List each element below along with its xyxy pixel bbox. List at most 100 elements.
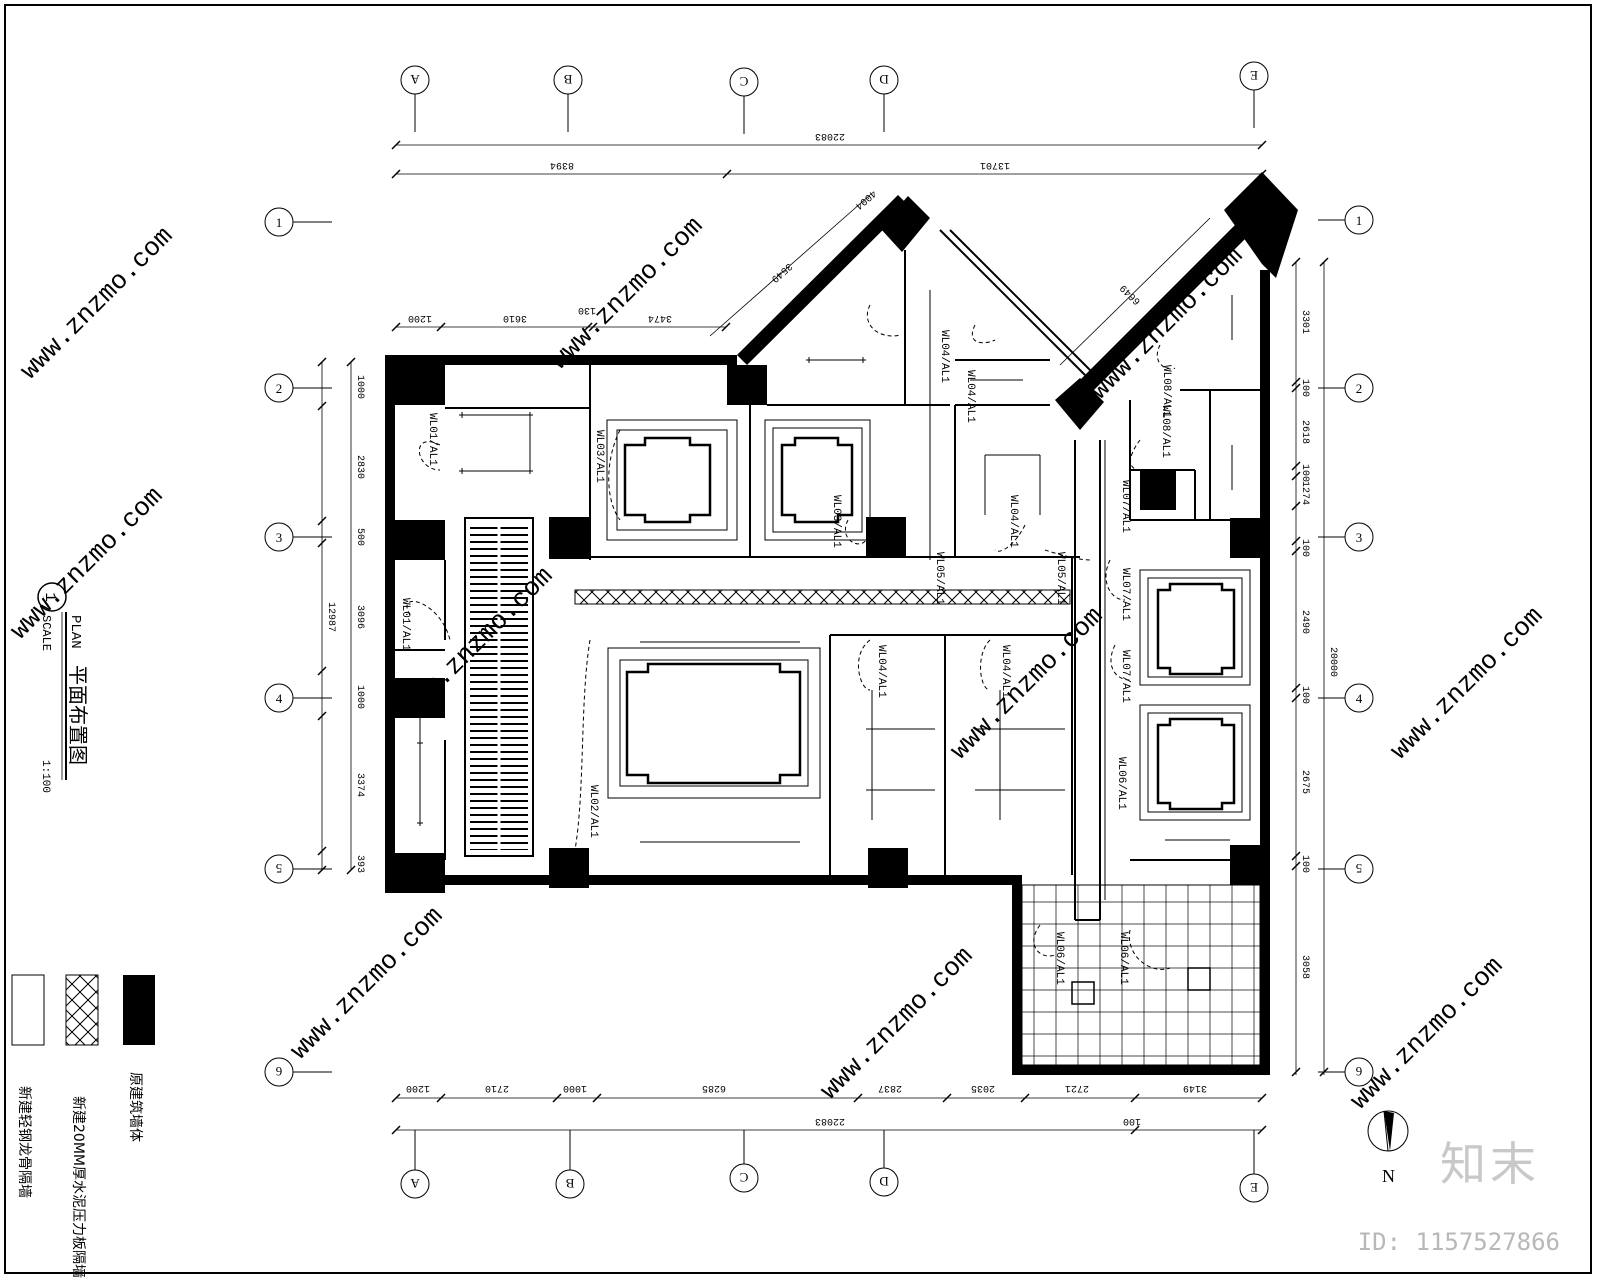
dim-right-2: 100: [1299, 379, 1310, 397]
axis-row-4-left: 4: [276, 691, 283, 706]
dim-right-11: 3058: [1299, 955, 1310, 979]
axis-row-6-left: 6: [275, 1064, 282, 1079]
legend-swatch-solid: [123, 975, 155, 1045]
watermark-text: www.znzmo.com: [544, 211, 709, 376]
axis-row-3-left: 3: [276, 530, 283, 545]
north-arrow-icon: [1367, 1110, 1409, 1152]
axis-row-5-right: 5: [1356, 861, 1363, 876]
circuit-label: WL04/AL1: [1007, 495, 1019, 548]
circuit-label: WL07/AL1: [1119, 480, 1131, 533]
axis-col-a-bottom: A: [410, 1176, 420, 1191]
circuit-label: WL04/AL1: [938, 330, 950, 383]
watermark-text: www.znzmo.com: [14, 221, 179, 386]
dim-top-total: 22083: [815, 130, 845, 141]
dimension-lines: [317, 140, 1329, 1135]
axis-col-b-top: B: [563, 72, 572, 87]
axis-col-e-top: E: [1250, 68, 1258, 83]
legend: 原建筑墙体 新建20MM厚水泥压力板隔墙 新建轻钢龙骨隔墙: [11, 974, 155, 1278]
dim-diag-right: 6649: [1119, 282, 1144, 307]
title-block: 1 PLAN 平面布置图 SCALE 1:100: [37, 582, 90, 793]
plan-title-cn: 平面布置图: [66, 665, 90, 765]
watermark-text: www.znzmo.com: [1384, 601, 1549, 766]
axis-row-3-right: 3: [1356, 530, 1363, 545]
ceiling-panels: [606, 419, 1251, 821]
dim-upper-1: 1200: [408, 312, 432, 323]
circuit-label: WL05/AL1: [933, 552, 945, 605]
hatched-partition: [574, 589, 1071, 605]
legend-label-empty: 新建轻钢龙骨隔墙: [16, 1086, 32, 1198]
circuit-label: WL05/AL1: [1054, 552, 1066, 605]
dim-right-7: 2490: [1299, 610, 1310, 634]
exterior-walls: [385, 172, 1298, 1075]
plan-label-en: PLAN: [67, 615, 83, 649]
circuit-label: WL01/AL1: [399, 598, 411, 651]
watermark-text: www.znzmo.com: [944, 601, 1109, 766]
legend-swatch-empty: [11, 974, 45, 1046]
dim-right-3: 2618: [1299, 420, 1310, 444]
circuit-labels: WL01/AL1 WL01/AL1 WL02/AL1 WL03/AL1 WL03…: [399, 330, 1172, 985]
dim-left-3: 500: [354, 528, 365, 546]
dim-right-total: 20000: [1327, 647, 1338, 677]
dimension-text: 22083 8394 13701 1200 3610 130 3474 4004…: [325, 130, 1338, 1126]
grid-labels: A B C D E A B C D E 1 2 3 4 5 6 1 2 3 4 …: [275, 68, 1363, 1195]
grid-axes: [264, 61, 1374, 1203]
dim-right-4: 100: [1299, 464, 1310, 482]
dim-upper-4: 3474: [648, 312, 672, 323]
dim-upper-2: 3610: [503, 312, 527, 323]
axis-col-b-bottom: B: [565, 1176, 574, 1191]
dim-left-6: 3374: [354, 773, 365, 797]
dim-top-seg-1: 8394: [550, 159, 574, 170]
image-id: ID: 1157527866: [1357, 1228, 1560, 1256]
dim-bottom-7: 2721: [1065, 1082, 1089, 1093]
watermark-text: www.znzmo.com: [1344, 951, 1509, 1116]
axis-row-6-right: 6: [1355, 1064, 1362, 1079]
axis-col-d-bottom: D: [879, 1174, 888, 1189]
dim-bottom-extra: 100: [1123, 1115, 1141, 1126]
axis-col-a-top: A: [410, 72, 420, 87]
circuit-label: WL03/AL1: [830, 495, 842, 548]
circuit-label: WL04/AL1: [964, 370, 976, 423]
axis-row-2-left: 2: [276, 381, 283, 396]
watermark-text: www.znzmo.com: [284, 901, 449, 1066]
circuit-label: WL06/AL1: [1053, 932, 1065, 985]
legend-label-solid: 原建筑墙体: [127, 1072, 143, 1142]
dim-bottom-2: 2710: [485, 1082, 509, 1093]
circuit-label: WL06/AL1: [1115, 757, 1127, 810]
watermark-text: www.znzmo.com: [814, 941, 979, 1106]
dim-bottom-1: 1200: [406, 1082, 430, 1093]
dim-top-seg-2: 13701: [980, 159, 1010, 170]
stair-rack: [464, 517, 534, 857]
circuit-label: WL08/AL1: [1160, 365, 1172, 418]
legend-label-hatch: 新建20MM厚水泥压力板隔墙: [70, 1096, 86, 1278]
circuit-label: WL07/AL1: [1119, 650, 1131, 703]
dim-bottom-5: 2837: [878, 1082, 902, 1093]
dim-right-9: 2675: [1299, 770, 1310, 794]
light-fixtures: [417, 290, 1233, 900]
axis-col-e-bottom: E: [1250, 1180, 1258, 1195]
axis-row-1-left: 1: [276, 215, 283, 230]
dim-right-8: 100: [1299, 686, 1310, 704]
circuit-label: WL07/AL1: [1119, 568, 1131, 621]
circuit-label: WL08/AL1: [1159, 405, 1171, 458]
circuit-label: WL04/AL1: [875, 645, 887, 698]
interior-partitions: [395, 229, 1260, 921]
axis-row-5-left: 5: [276, 861, 283, 876]
circuit-label: WL01/AL1: [426, 413, 438, 466]
dim-left-5: 1000: [354, 685, 365, 709]
dim-right-1: 3301: [1299, 310, 1310, 334]
dim-right-6: 100: [1299, 539, 1310, 557]
circuit-label: WL04/AL1: [999, 645, 1011, 698]
dim-right-10: 100: [1299, 855, 1310, 873]
dim-left-2: 2830: [354, 455, 365, 479]
dim-bottom-6: 2035: [971, 1082, 995, 1093]
dim-left-7: 393: [354, 855, 365, 873]
legend-swatch-hatch: [65, 974, 99, 1046]
scale-label: SCALE: [39, 615, 53, 651]
axis-col-c-top: C: [740, 74, 749, 89]
axis-row-1-right: 1: [1356, 213, 1363, 228]
axis-col-c-bottom: C: [740, 1170, 749, 1185]
axis-row-2-right: 2: [1356, 381, 1363, 396]
dim-bottom-4: 6285: [702, 1082, 726, 1093]
